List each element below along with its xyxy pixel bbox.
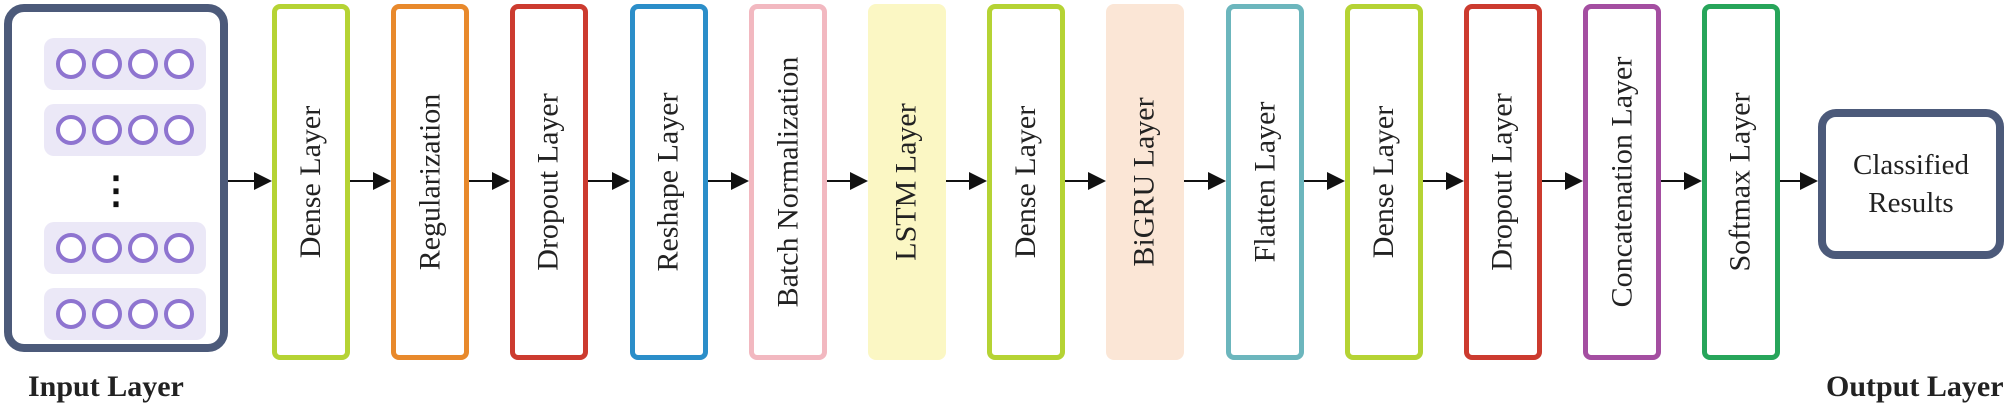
layer-box: Dropout Layer [510, 4, 588, 360]
layer-box: Flatten Layer [1226, 4, 1304, 360]
neuron-icon [128, 233, 158, 263]
arrow-line [350, 180, 375, 182]
neuron-row [44, 222, 206, 274]
neuron-row [44, 38, 206, 90]
arrow-head-icon [1208, 172, 1226, 190]
arrow-line [1065, 180, 1090, 182]
layer-label: Concatenation Layer [1605, 56, 1639, 308]
layer-box: Dense Layer [987, 4, 1065, 360]
output-line: Classified [1853, 149, 1969, 181]
arrow-line [588, 180, 614, 182]
arrow-head-icon [1565, 172, 1583, 190]
arrow-head-icon [1088, 172, 1106, 190]
output-layer-box: Classified Results [1818, 109, 2004, 259]
arrow-head-icon [373, 172, 391, 190]
arrow-line [1780, 180, 1802, 182]
arrow-head-icon [731, 172, 749, 190]
neuron-icon [92, 233, 122, 263]
neuron-icon [164, 299, 194, 329]
arrow-head-icon [612, 172, 630, 190]
arrow-line [1184, 180, 1210, 182]
layer-label: Flatten Layer [1248, 101, 1281, 263]
neuron-icon [164, 49, 194, 79]
layer-label: Dropout Layer [532, 93, 565, 271]
arrow-line [228, 180, 256, 182]
output-layer-caption: Output Layer [1826, 370, 2004, 403]
layer-label: Dense Layer [294, 105, 328, 259]
arrow-line [1661, 180, 1686, 182]
layer-box: Batch Normalization [749, 4, 827, 360]
neuron-icon [164, 115, 194, 145]
layer-box: Reshape Layer [630, 4, 708, 360]
input-layer-box: ⋮ [4, 4, 228, 352]
layer-box: Dense Layer [1345, 4, 1423, 360]
neuron-icon [56, 49, 86, 79]
layer-label: BiGRU Layer [1128, 97, 1162, 267]
layer-label: LSTM Layer [890, 103, 923, 261]
arrow-head-icon [254, 172, 272, 190]
arrow-line [1542, 180, 1567, 182]
layer-box: Concatenation Layer [1583, 4, 1661, 360]
arrow-line [827, 180, 852, 182]
layer-box: LSTM Layer [868, 4, 946, 360]
arrow-head-icon [1446, 172, 1464, 190]
arrow-line [708, 180, 733, 182]
layer-box: Regularization [391, 4, 469, 360]
neuron-icon [92, 115, 122, 145]
layer-label: Regularization [413, 93, 447, 271]
layer-label: Reshape Layer [652, 92, 686, 272]
arrow-line [469, 180, 494, 182]
layer-box: BiGRU Layer [1106, 4, 1184, 360]
neuron-icon [164, 233, 194, 263]
arrow-head-icon [850, 172, 868, 190]
arrow-head-icon [1684, 172, 1702, 190]
layer-box: Dropout Layer [1464, 4, 1542, 360]
neuron-icon [56, 233, 86, 263]
neuron-icon [92, 49, 122, 79]
layer-label: Dense Layer [1009, 105, 1043, 259]
layer-box: Dense Layer [272, 4, 350, 360]
layer-label: Dense Layer [1367, 105, 1401, 259]
neuron-row [44, 288, 206, 340]
neuron-icon [128, 115, 158, 145]
neuron-icon [92, 299, 122, 329]
arrow-head-icon [1800, 172, 1818, 190]
arrow-head-icon [1327, 172, 1345, 190]
layer-label: Batch Normalization [771, 56, 805, 308]
layer-box: Softmax Layer [1702, 4, 1780, 360]
ellipsis: ⋮ [97, 170, 135, 212]
arrow-line [1423, 180, 1448, 182]
arrow-head-icon [492, 172, 510, 190]
output-line: Results [1868, 187, 1954, 219]
neuron-icon [128, 49, 158, 79]
arrow-line [1304, 180, 1329, 182]
neuron-icon [56, 299, 86, 329]
input-layer-caption: Input Layer [28, 370, 184, 403]
neuron-row [44, 104, 206, 156]
neuron-icon [128, 299, 158, 329]
neuron-icon [56, 115, 86, 145]
arrow-line [946, 180, 971, 182]
arrow-head-icon [969, 172, 987, 190]
layer-label: Dropout Layer [1486, 93, 1519, 271]
layer-label: Softmax Layer [1724, 92, 1758, 272]
